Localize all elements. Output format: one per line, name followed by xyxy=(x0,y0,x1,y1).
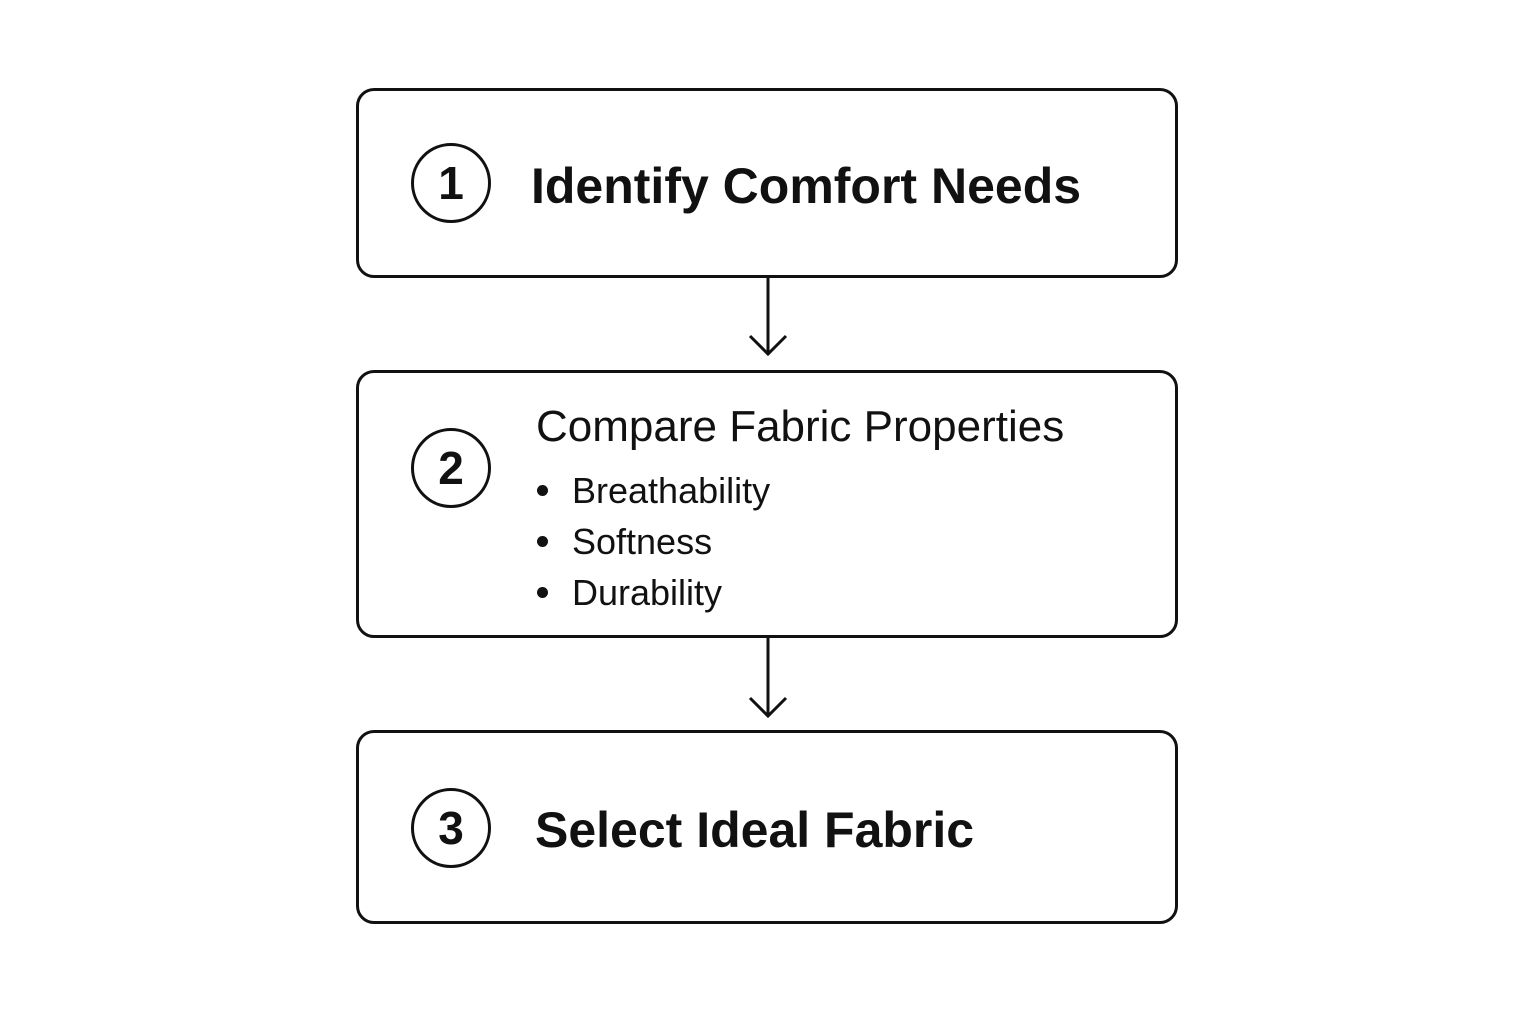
bullet-icon xyxy=(537,536,548,547)
step-2-number: 2 xyxy=(411,428,491,508)
list-item-label: Softness xyxy=(572,521,713,562)
arrow-down-icon xyxy=(748,638,788,719)
list-item: Durability xyxy=(537,567,770,618)
list-item-label: Breathability xyxy=(572,470,771,511)
bullet-icon xyxy=(537,587,548,598)
list-item: Breathability xyxy=(537,465,770,516)
step-3-title: Select Ideal Fabric xyxy=(535,802,975,858)
list-item: Softness xyxy=(537,516,770,567)
list-item-label: Durability xyxy=(572,572,723,613)
arrow-down-icon xyxy=(748,278,788,357)
step-2-title: Compare Fabric Properties xyxy=(536,402,1065,451)
bullet-icon xyxy=(537,485,548,496)
step-3-box: 3 Select Ideal Fabric xyxy=(356,730,1178,924)
step-1-box: 1 Identify Comfort Needs xyxy=(356,88,1178,278)
step-3-number: 3 xyxy=(411,788,491,868)
step-1-title: Identify Comfort Needs xyxy=(531,158,1082,214)
step-2-box: 2 Compare Fabric Properties Breathabilit… xyxy=(356,370,1178,638)
fabric-properties-list: Breathability Softness Durability xyxy=(537,465,770,618)
step-1-number: 1 xyxy=(411,143,491,223)
